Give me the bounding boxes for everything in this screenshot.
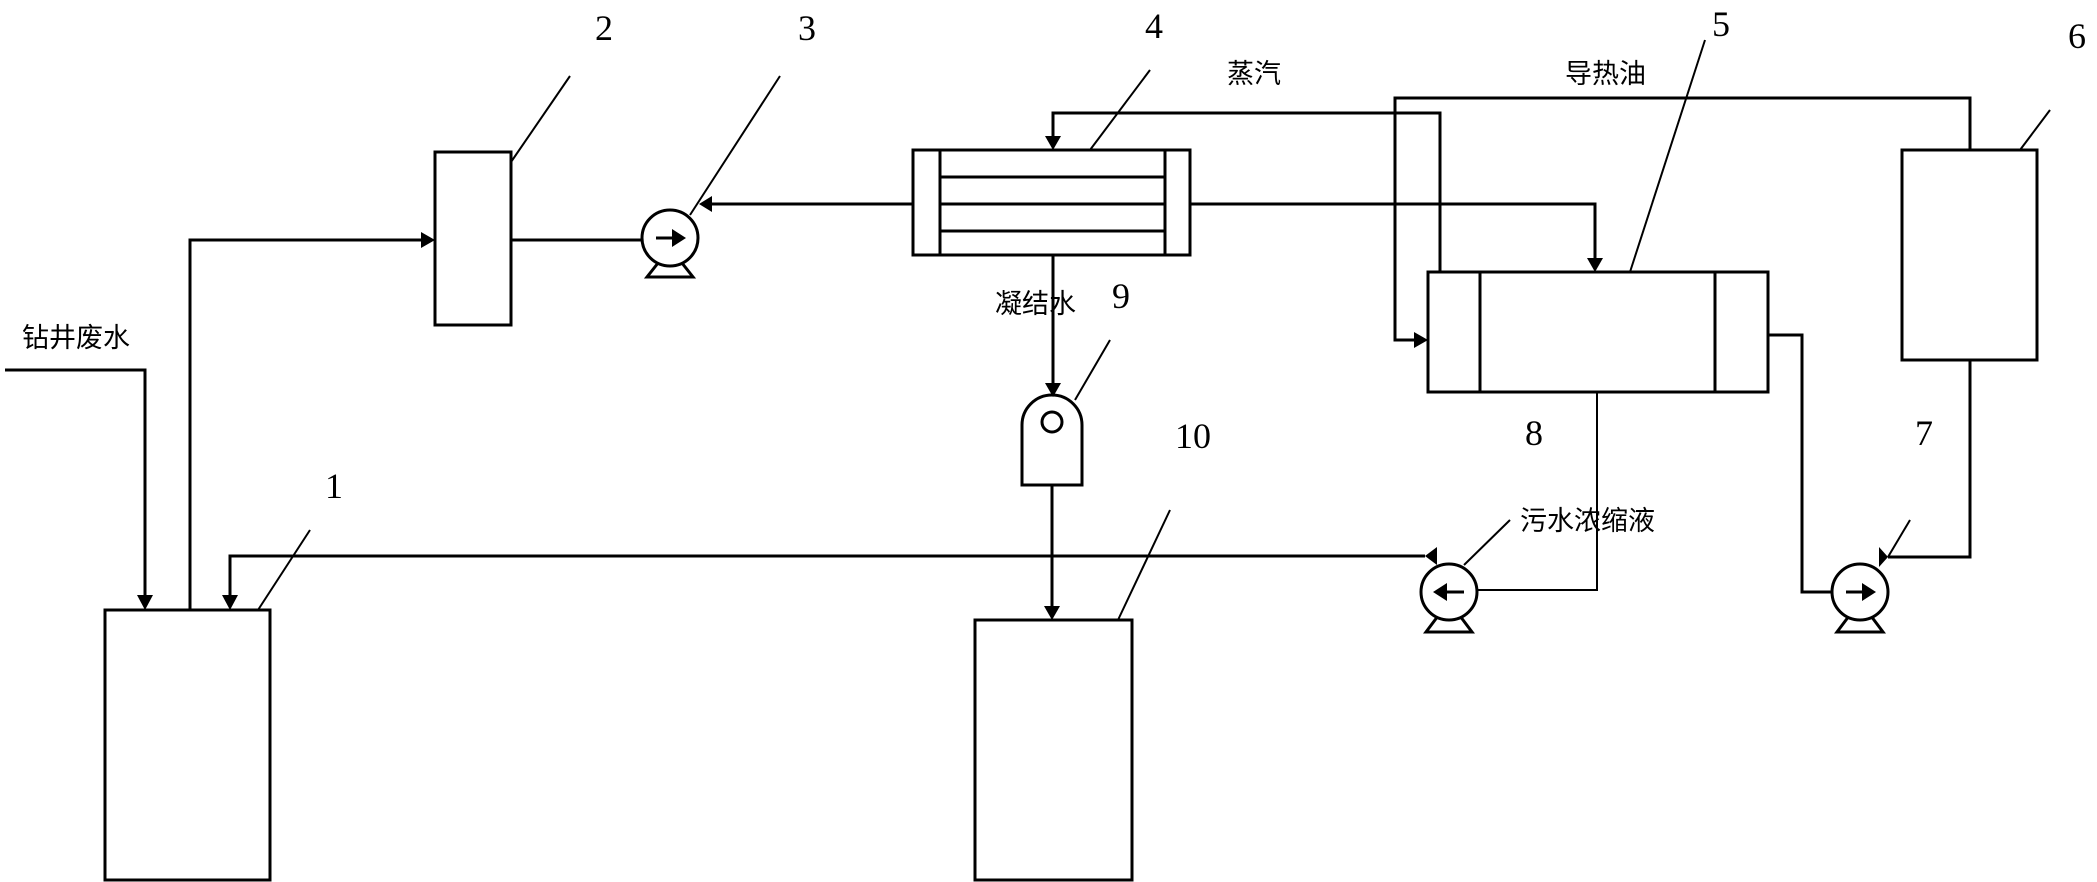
- pump-8: [1419, 562, 1479, 634]
- arrow-pump3-return: [699, 196, 712, 212]
- number-2: 2: [595, 8, 613, 48]
- leader-7: [1887, 519, 1911, 558]
- number-6: 6: [2068, 16, 2086, 56]
- pipe-concentrate-out: [1478, 392, 1598, 591]
- pump-3: [640, 208, 700, 279]
- tank-10: [973, 618, 1134, 882]
- pipe-concentrate-return: [228, 554, 1425, 598]
- pipe-pump7-to-heater6: [1888, 360, 1972, 559]
- pipe-tank1-to-unit2: [188, 238, 424, 610]
- label-drilling-wastewater: 钻井废水: [22, 323, 130, 354]
- leader-5: [1629, 39, 1706, 273]
- leader-3: [689, 75, 781, 216]
- number-5: 5: [1712, 4, 1730, 44]
- leader-1: [257, 529, 311, 611]
- evaporator-5: [1426, 270, 1770, 394]
- label-heat-transfer-oil: 导热油: [1565, 59, 1646, 90]
- arrow-oil-into-evap5: [1414, 332, 1428, 348]
- leader-9: [1074, 339, 1111, 401]
- pipe-wastewater-feed: [5, 368, 147, 598]
- heater-6: [1900, 148, 2039, 362]
- pipe-oil-return: [1768, 333, 1832, 594]
- arrow-concentrate-tank1: [222, 595, 238, 610]
- heat-exchanger-4: [911, 148, 1192, 257]
- leader-8: [1463, 519, 1511, 566]
- steam-trap-9: [1020, 393, 1084, 487]
- number-10: 10: [1175, 416, 1211, 456]
- arrow-into-tank10: [1044, 606, 1060, 620]
- number-4: 4: [1145, 6, 1163, 46]
- arrow-into-unit2: [421, 232, 435, 248]
- leader-6: [2019, 109, 2051, 151]
- label-wastewater-concentrate: 污水浓缩液: [1520, 506, 1655, 537]
- arrow-pump7: [1879, 547, 1888, 567]
- number-8: 8: [1525, 413, 1543, 453]
- arrow-steam-into-hx4: [1045, 136, 1061, 150]
- arrow-pump8: [1425, 547, 1437, 565]
- label-condensate-water: 凝结水: [995, 289, 1076, 320]
- number-7: 7: [1915, 413, 1933, 453]
- number-3: 3: [798, 8, 816, 48]
- pipe-oil-supply: [1393, 96, 1972, 342]
- pipe-hx4-to-evap5: [1190, 202, 1597, 260]
- pump-7: [1830, 562, 1890, 634]
- pipe-steam-return: [1051, 111, 1442, 272]
- leader-2: [510, 75, 571, 163]
- arrow-into-evap5: [1587, 258, 1603, 272]
- tank-1: [103, 608, 272, 882]
- label-steam: 蒸汽: [1227, 59, 1281, 90]
- number-1: 1: [325, 466, 343, 506]
- leader-10: [1117, 509, 1171, 621]
- number-9: 9: [1112, 276, 1130, 316]
- arrow-into-trap9: [1045, 383, 1061, 397]
- arrow-feed-tank1: [137, 595, 153, 610]
- unit-2: [433, 150, 513, 327]
- leader-4: [1089, 69, 1151, 151]
